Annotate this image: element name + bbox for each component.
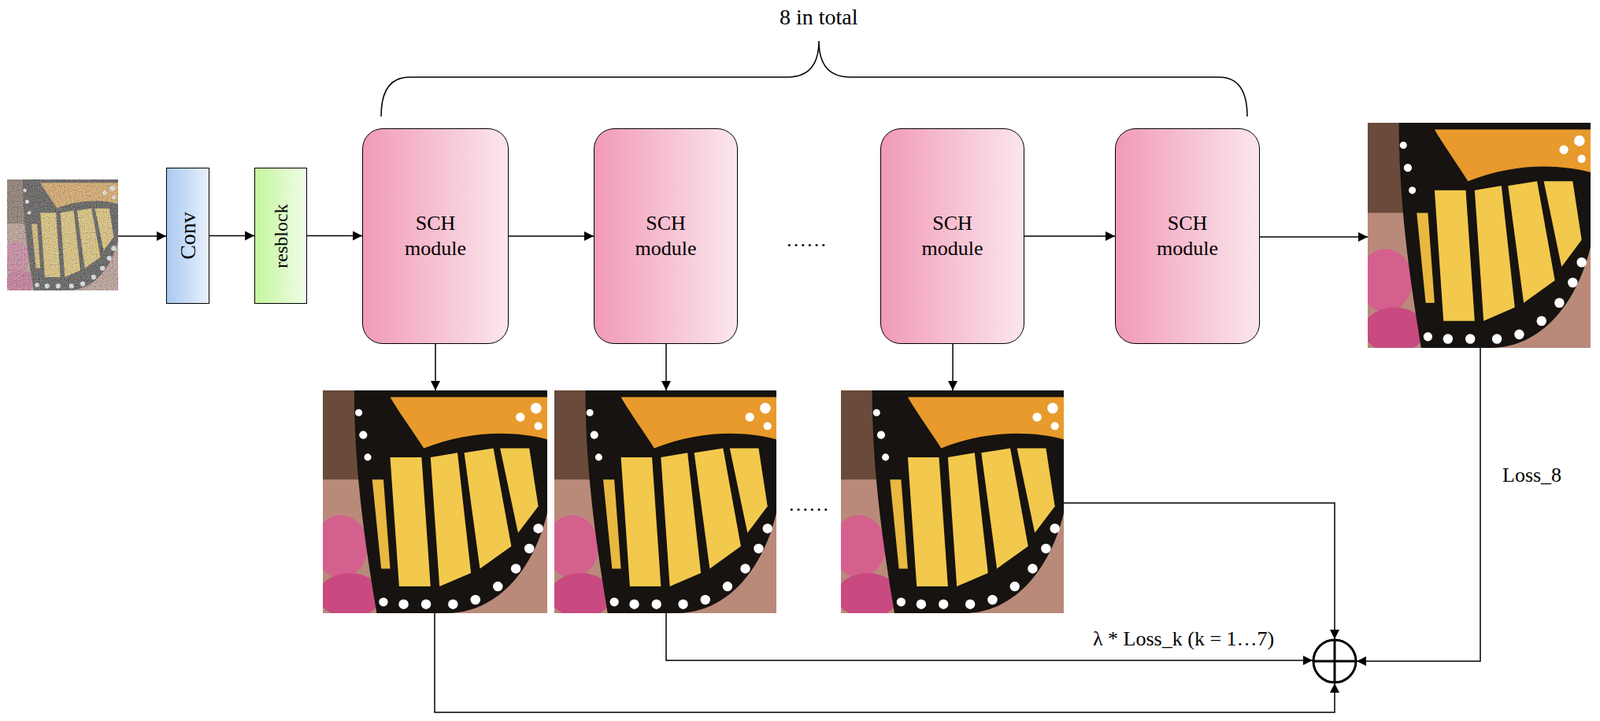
sch-module: SCH module bbox=[1114, 128, 1260, 345]
box-text: Conv bbox=[174, 211, 202, 260]
flow-arrow bbox=[307, 235, 363, 238]
intermediate-image bbox=[545, 390, 777, 619]
box-text: SCH module bbox=[1144, 211, 1231, 263]
arrow bbox=[665, 344, 667, 391]
arrow bbox=[951, 344, 954, 391]
output-image bbox=[1359, 122, 1591, 353]
loss-line bbox=[1356, 348, 1481, 662]
box-text: resblock bbox=[269, 203, 293, 268]
loss-label: Loss_8 bbox=[1502, 462, 1562, 488]
box-text: SCH module bbox=[622, 211, 710, 263]
conv-block: Conv bbox=[166, 167, 210, 304]
brace bbox=[381, 40, 1248, 117]
input-image bbox=[2, 179, 119, 293]
loss-line bbox=[666, 613, 1313, 661]
flow-arrow bbox=[508, 235, 594, 238]
arrow bbox=[434, 344, 437, 391]
sum-symbol bbox=[1313, 640, 1356, 683]
arrow bbox=[1259, 236, 1368, 238]
box-text: SCH module bbox=[392, 211, 479, 263]
sch-module: SCH module bbox=[362, 128, 509, 345]
intermediate-image bbox=[832, 390, 1064, 619]
sch-module: SCH module bbox=[593, 128, 738, 345]
loss-line bbox=[1063, 503, 1335, 640]
noise bbox=[7, 179, 119, 291]
intermediate-image bbox=[314, 390, 548, 619]
loss-label: λ * Loss_k (k = 1…7) bbox=[1089, 626, 1278, 652]
total-label: 8 in total bbox=[779, 3, 859, 31]
loss-line bbox=[434, 613, 1335, 713]
resblock: resblock bbox=[254, 167, 308, 304]
arrow bbox=[118, 235, 167, 238]
ellipsis: …… bbox=[785, 227, 827, 252]
sch-module: SCH module bbox=[880, 128, 1025, 345]
box-text: SCH module bbox=[909, 211, 997, 263]
flow-arrow bbox=[209, 235, 255, 238]
flow-arrow bbox=[1024, 235, 1115, 238]
ellipsis: …… bbox=[788, 492, 830, 517]
